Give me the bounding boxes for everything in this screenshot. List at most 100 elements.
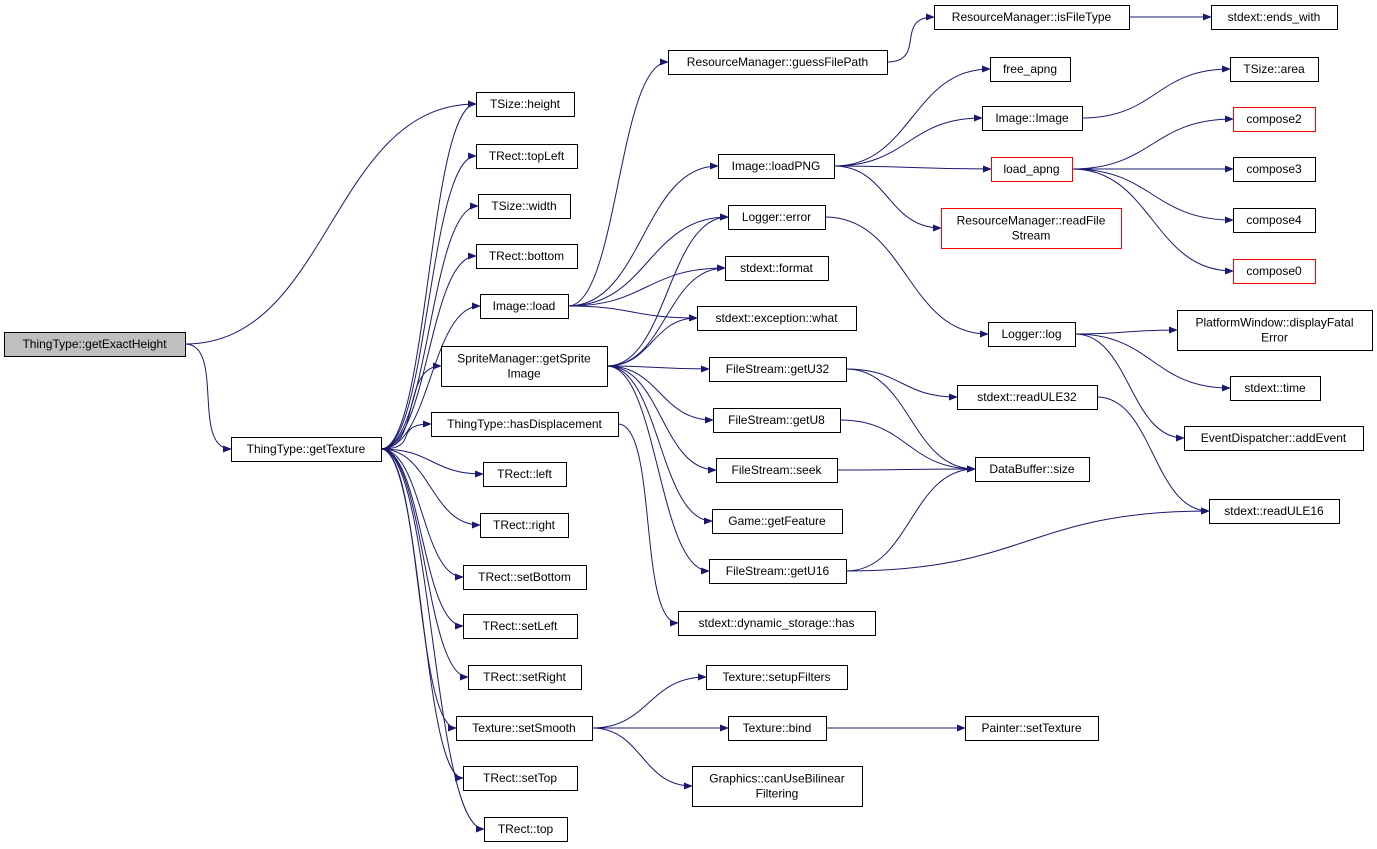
node-box — [480, 294, 569, 319]
node-logger-error[interactable]: Logger::error — [728, 205, 826, 230]
edge-image-load-to-exception-what — [567, 305, 698, 322]
node-logger-log[interactable]: Logger::log — [988, 322, 1076, 347]
node-tsize-height[interactable]: TSize::height — [476, 92, 575, 117]
edge — [380, 448, 469, 681]
node-trect-top-left[interactable]: TRect::topLeft — [476, 144, 578, 169]
edge-get-texture-to-tsize-height — [380, 100, 477, 450]
edge — [380, 202, 479, 450]
node-label: Logger::log — [1001, 327, 1061, 341]
edge-get-texture-to-trect-bottom — [380, 252, 477, 450]
node-box — [456, 716, 593, 741]
node-box — [712, 509, 843, 534]
node-read-ule16[interactable]: stdext::readULE16 — [1209, 499, 1340, 524]
node-ed-add-event[interactable]: EventDispatcher::addEvent — [1184, 426, 1364, 451]
edge — [845, 507, 1210, 572]
node-load-apng[interactable]: load_apng — [991, 157, 1073, 182]
node-fs-seek[interactable]: FileStream::seek — [716, 458, 838, 483]
node-exception-what[interactable]: stdext::exception::what — [697, 306, 857, 331]
edge — [1096, 396, 1210, 515]
node-trect-set-left[interactable]: TRect::setLeft — [463, 614, 578, 639]
edge-logger-log-to-stdext-time — [1074, 333, 1231, 392]
node-tex-setup-filters[interactable]: Texture::setupFilters — [706, 665, 848, 690]
node-image-image[interactable]: Image::Image — [982, 106, 1083, 131]
node-box — [725, 256, 829, 281]
node-fs-get-u16[interactable]: FileStream::getU16 — [709, 559, 847, 584]
node-ds-has[interactable]: stdext::dynamic_storage::has — [678, 611, 876, 636]
edge-spr-get-sprite-image-to-game-get-feature — [606, 365, 713, 525]
node-box — [718, 154, 835, 179]
node-box — [991, 157, 1073, 182]
node-tex-set-smooth[interactable]: Texture::setSmooth — [456, 716, 593, 741]
edge — [567, 213, 729, 307]
node-image-load[interactable]: Image::load — [480, 294, 569, 319]
node-tex-bind[interactable]: Texture::bind — [728, 716, 827, 741]
node-box — [1230, 376, 1321, 401]
node-box — [713, 408, 841, 433]
edge — [606, 365, 714, 424]
node-rm-guess-file-path[interactable]: ResourceManager::guessFilePath — [668, 50, 888, 75]
node-fs-get-u32[interactable]: FileStream::getU32 — [709, 357, 847, 382]
node-read-ule32[interactable]: stdext::readULE32 — [957, 385, 1098, 410]
node-compose0[interactable]: compose0 — [1233, 259, 1316, 284]
node-box — [709, 559, 847, 584]
node-compose2[interactable]: compose2 — [1233, 107, 1316, 132]
node-ends-with[interactable]: stdext::ends_with — [1211, 5, 1338, 30]
edge-fs-get-u16-to-read-ule16 — [845, 507, 1210, 572]
node-label: FileStream::getU32 — [726, 362, 830, 376]
node-free-apng[interactable]: free_apng — [990, 57, 1071, 82]
node-box — [728, 716, 827, 741]
node-trect-right[interactable]: TRect::right — [480, 513, 569, 538]
node-rm-is-file-type[interactable]: ResourceManager::isFileType — [934, 5, 1130, 30]
node-stdext-format[interactable]: stdext::format — [725, 256, 829, 281]
node-label: TRect::setBottom — [478, 570, 571, 584]
node-has-displacement[interactable]: ThingType::hasDisplacement — [431, 412, 619, 437]
edge — [184, 343, 232, 453]
edge-logger-log-to-ed-add-event — [1074, 333, 1185, 442]
node-label: free_apng — [1003, 62, 1057, 76]
node-game-get-feature[interactable]: Game::getFeature — [712, 509, 843, 534]
node-trect-set-right[interactable]: TRect::setRight — [468, 665, 582, 690]
node-box — [957, 385, 1098, 410]
edge-image-load-to-logger-error — [567, 213, 729, 307]
node-trect-left[interactable]: TRect::left — [483, 462, 567, 487]
node-label: stdext::readULE16 — [1224, 504, 1324, 518]
edge — [1081, 65, 1231, 119]
node-box — [4, 332, 186, 357]
node-label: Painter::setTexture — [981, 721, 1081, 735]
node-box — [1184, 426, 1364, 451]
node-trect-set-top[interactable]: TRect::setTop — [463, 766, 578, 791]
edge-image-load-png-to-load-apng — [833, 165, 992, 173]
edge — [1074, 333, 1185, 442]
node-box — [463, 565, 587, 590]
node-get-exact-height[interactable]: ThingType::getExactHeight — [4, 332, 186, 357]
node-compose4[interactable]: compose4 — [1233, 208, 1316, 233]
node-trect-top[interactable]: TRect::top — [484, 817, 568, 842]
node-trect-bottom[interactable]: TRect::bottom — [476, 244, 578, 269]
node-stdext-time[interactable]: stdext::time — [1230, 376, 1321, 401]
edge — [833, 165, 992, 173]
edge-spr-get-sprite-image-to-fs-get-u32 — [606, 365, 710, 373]
node-get-texture[interactable]: ThingType::getTexture — [231, 437, 382, 462]
node-image-load-png[interactable]: Image::loadPNG — [718, 154, 835, 179]
edge-get-texture-to-trect-set-bottom — [380, 448, 464, 581]
node-compose3[interactable]: compose3 — [1233, 157, 1316, 182]
edge-get-exact-height-to-get-texture — [184, 343, 232, 453]
node-painter-set-texture[interactable]: Painter::setTexture — [965, 716, 1099, 741]
node-db-size[interactable]: DataBuffer::size — [975, 457, 1090, 482]
node-label: TSize::area — [1243, 62, 1305, 76]
edge-get-texture-to-trect-set-top — [380, 448, 464, 782]
node-label: TRect::right — [493, 518, 556, 532]
node-tsize-area[interactable]: TSize::area — [1230, 57, 1319, 82]
edge-get-exact-height-to-tsize-height — [184, 100, 477, 345]
node-tsize-width[interactable]: TSize::width — [478, 194, 571, 219]
edge-read-ule32-to-read-ule16 — [1096, 396, 1210, 515]
node-label: load_apng — [1003, 162, 1059, 176]
node-box — [463, 614, 578, 639]
node-fs-get-u8[interactable]: FileStream::getU8 — [713, 408, 841, 433]
node-trect-set-bottom[interactable]: TRect::setBottom — [463, 565, 587, 590]
edge-fs-get-u8-to-db-size — [839, 419, 976, 473]
